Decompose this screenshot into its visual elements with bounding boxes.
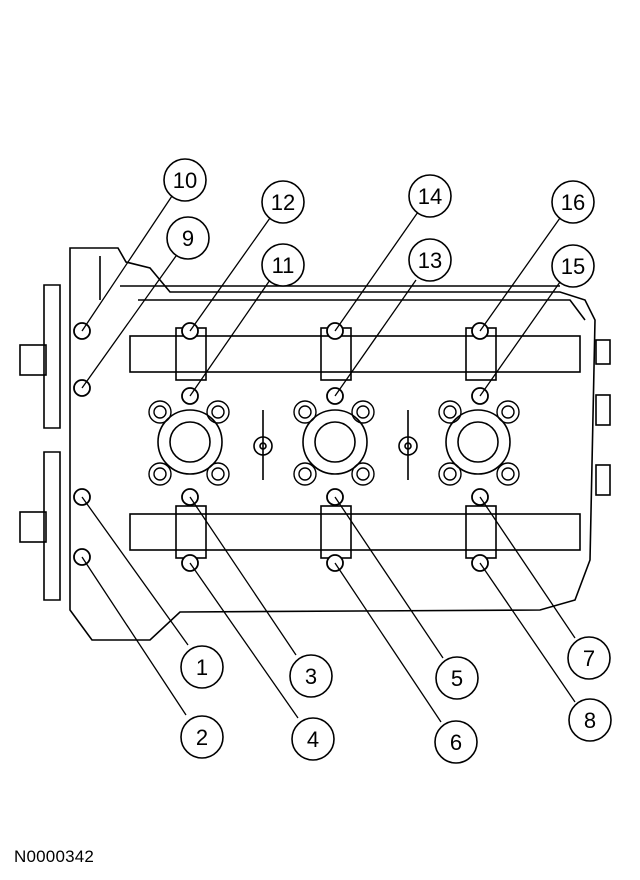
- svg-text:12: 12: [271, 190, 295, 215]
- camshaft-upper: [129, 335, 581, 373]
- leader-lines: [81, 195, 576, 723]
- callout-6: 6: [434, 720, 478, 764]
- svg-text:15: 15: [561, 254, 585, 279]
- spark-plug-bore-1: [157, 409, 223, 475]
- callouts: 1 2 3 4 5 6 7 8: [163, 158, 612, 764]
- svg-text:7: 7: [583, 646, 595, 671]
- spark-plug-bore-2: [302, 409, 368, 475]
- callout-2: 2: [180, 715, 224, 759]
- camshaft-lower: [129, 513, 581, 551]
- svg-text:2: 2: [196, 725, 208, 750]
- svg-text:14: 14: [418, 184, 442, 209]
- callout-15: 15: [551, 244, 595, 288]
- timing-gear-lower: [43, 451, 61, 601]
- callout-16: 16: [551, 180, 595, 224]
- callout-12: 12: [261, 180, 305, 224]
- svg-text:6: 6: [450, 730, 462, 755]
- callout-3: 3: [289, 654, 333, 698]
- callout-14: 14: [408, 174, 452, 218]
- callout-8: 8: [568, 698, 612, 742]
- callout-9: 9: [166, 216, 210, 260]
- svg-text:3: 3: [305, 664, 317, 689]
- svg-text:10: 10: [173, 168, 197, 193]
- svg-text:8: 8: [584, 708, 596, 733]
- cylinder-head-outline: [69, 247, 596, 641]
- svg-text:9: 9: [182, 226, 194, 251]
- timing-gear-upper: [43, 284, 61, 429]
- spark-plug-bore-3: [445, 409, 511, 475]
- svg-text:16: 16: [561, 190, 585, 215]
- head-bolts: [73, 322, 489, 572]
- callout-13: 13: [408, 238, 452, 282]
- callout-4: 4: [291, 717, 335, 761]
- svg-text:13: 13: [418, 248, 442, 273]
- svg-text:5: 5: [451, 666, 463, 691]
- callout-10: 10: [163, 158, 207, 202]
- callout-5: 5: [435, 656, 479, 700]
- svg-text:1: 1: [196, 655, 208, 680]
- svg-text:11: 11: [272, 253, 295, 278]
- callout-7: 7: [567, 636, 611, 680]
- svg-text:4: 4: [307, 727, 319, 752]
- figure-code: N0000342: [14, 847, 95, 866]
- callout-11: 11: [261, 243, 305, 287]
- callout-1: 1: [180, 645, 224, 689]
